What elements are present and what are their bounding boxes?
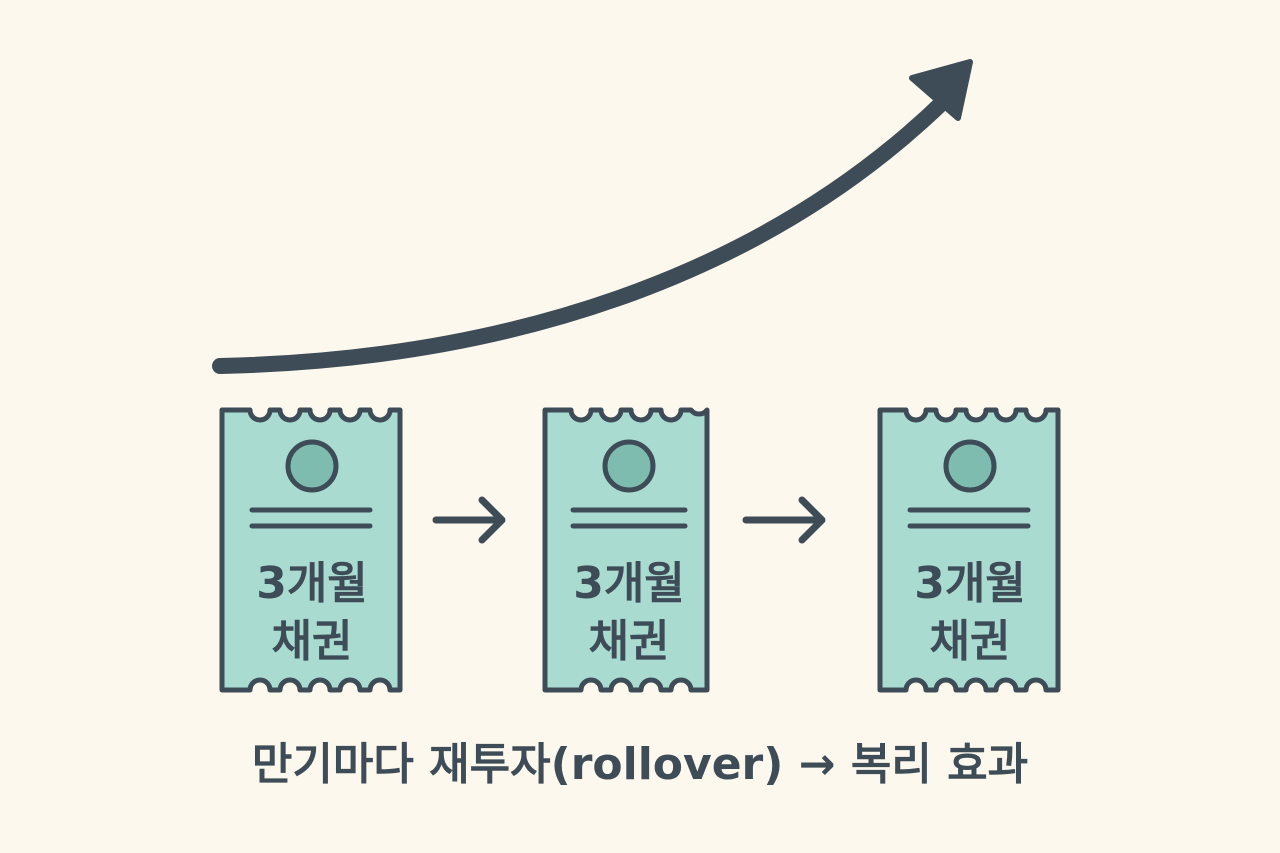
- bond-ticket-2: 3개월 채권: [542, 407, 710, 693]
- bond-term-label: 3개월: [256, 558, 368, 609]
- coin-icon: [943, 439, 997, 493]
- curved-up-arrow-icon: [212, 59, 973, 374]
- coin-icon: [602, 439, 656, 493]
- bond-ticket-3: 3개월 채권: [877, 407, 1061, 693]
- diagram-caption: 만기마다 재투자(rollover) → 복리 효과: [251, 739, 1029, 790]
- right-arrow-icon: [742, 496, 826, 544]
- right-arrow-icon: [432, 496, 506, 544]
- bond-term-label: 3개월: [914, 558, 1026, 609]
- bond-term-label: 3개월: [573, 558, 685, 609]
- bond-type-label: 채권: [589, 616, 670, 667]
- coin-icon: [285, 439, 339, 493]
- bond-type-label: 채권: [272, 616, 353, 667]
- bond-type-label: 채권: [930, 616, 1011, 667]
- bond-ticket-1: 3개월 채권: [219, 407, 403, 693]
